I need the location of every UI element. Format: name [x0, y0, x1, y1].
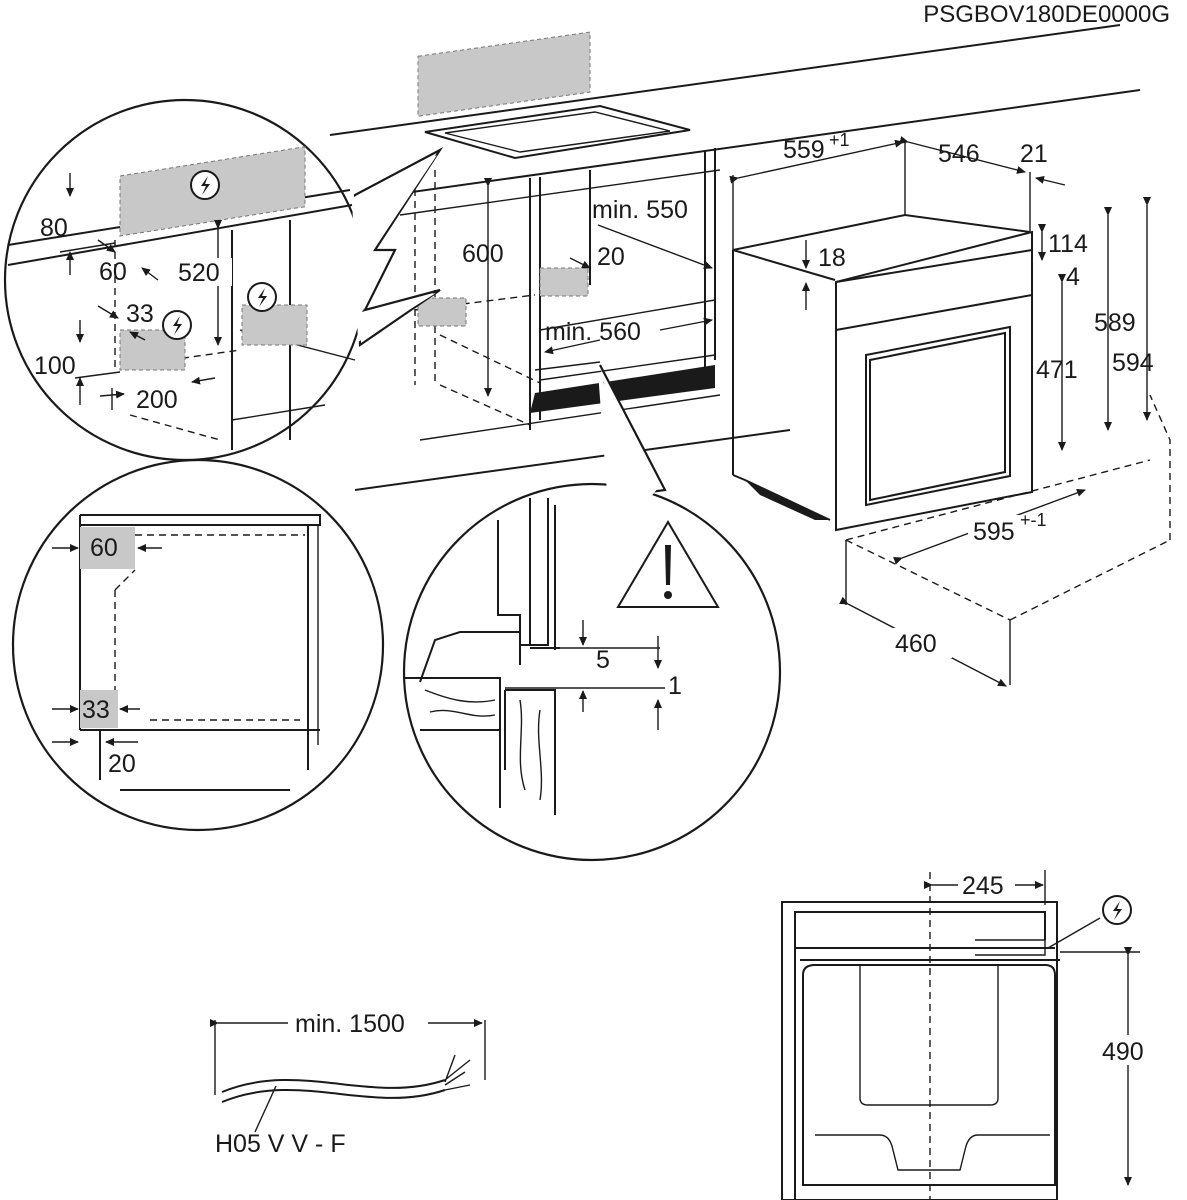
total-height: 594: [1112, 349, 1154, 377]
niche-height: 600: [462, 240, 504, 268]
lightning-icon: [162, 310, 192, 340]
back-height: 490: [1102, 1038, 1144, 1066]
cable-length: min. 1500: [295, 1010, 405, 1038]
panel-height: 18: [818, 244, 846, 272]
cable-depth: 460: [895, 630, 937, 658]
niche-depth: min. 550: [592, 196, 688, 224]
front-thickness: 21: [1020, 140, 1048, 168]
cable-type: H05 V V - F: [215, 1130, 346, 1158]
socket-top: 80: [40, 214, 68, 242]
lightning-icon: [1102, 895, 1132, 925]
socket-w2: 200: [136, 386, 178, 414]
back-view: 245 490: [781, 870, 1155, 1200]
depth: 546: [938, 140, 980, 168]
vent-gap: 20: [597, 243, 625, 271]
cable: min. 1500 H05 V V - F: [210, 1010, 486, 1158]
hob-cutout: [417, 31, 691, 160]
document-code: PSGBOV180DE0000G: [923, 1, 1170, 28]
lightning-icon: [247, 282, 277, 312]
detail-socket-content: 80 60 520 33 100 200: [7, 146, 356, 450]
detail-section-content: 5 1: [405, 498, 720, 815]
section-b: 1: [668, 672, 682, 700]
width-top-tol: +1: [829, 130, 850, 150]
side-bottom: 33: [82, 696, 110, 724]
socket-h2: 520: [178, 259, 220, 287]
socket-h3: 100: [34, 352, 76, 380]
socket-h1: 60: [99, 258, 127, 286]
socket-w1: 33: [126, 300, 154, 328]
width-top: 559: [783, 136, 825, 164]
back-offset: 245: [962, 872, 1004, 900]
lightning-icon: [190, 170, 220, 200]
width-bottom-tol: +-1: [1020, 510, 1047, 530]
small-gap: 4: [1066, 263, 1080, 291]
detail-section: [402, 482, 782, 862]
body-height: 589: [1094, 309, 1136, 337]
oven: [732, 140, 1033, 532]
door-height: 471: [1036, 356, 1078, 384]
detail-side-content: 60 33 20: [52, 514, 321, 791]
top-gap: 114: [1048, 230, 1088, 258]
width-bottom: 595: [973, 518, 1015, 546]
section-a: 5: [596, 646, 610, 674]
cable-zone: [845, 394, 1171, 685]
side-gap: 20: [108, 750, 136, 778]
side-top: 60: [90, 534, 118, 562]
cabinet: [414, 148, 716, 430]
